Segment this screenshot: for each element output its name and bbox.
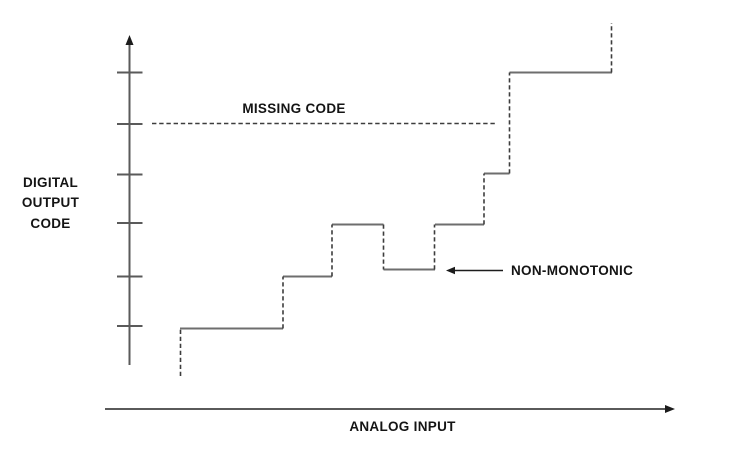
non-monotonic-annotation: NON-MONOTONIC bbox=[511, 263, 634, 278]
y-axis-label-line3: CODE bbox=[30, 215, 71, 231]
missing-code-annotation: MISSING CODE bbox=[242, 101, 346, 116]
y-axis-label: DIGITAL OUTPUT CODE bbox=[0, 173, 101, 234]
y-axis-label-line1: DIGITAL bbox=[22, 175, 79, 190]
x-axis-label: ANALOG INPUT bbox=[349, 419, 456, 434]
non-monotonic-arrowhead-icon bbox=[446, 266, 455, 275]
y-axis-label-line2: OUTPUT bbox=[21, 195, 80, 211]
y-axis-arrowhead-icon bbox=[125, 35, 134, 45]
x-axis-arrowhead-icon bbox=[665, 405, 675, 413]
